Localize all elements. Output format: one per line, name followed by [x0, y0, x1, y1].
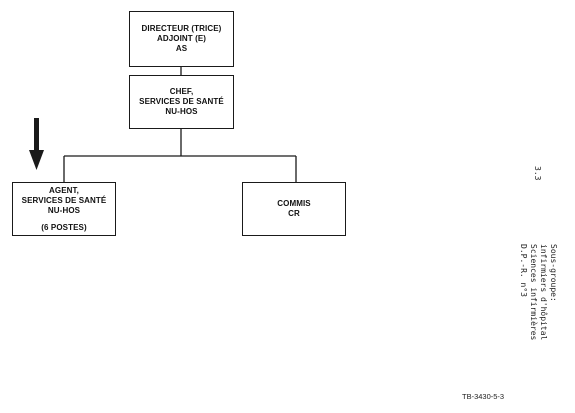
agent-title-line-1: AGENT, [49, 185, 79, 195]
commis-title: COMMIS [277, 199, 311, 208]
director-title-line-2: ADJOINT (E) [156, 34, 207, 43]
margin-text-line-4: D.P.-R. n°3 [519, 244, 528, 297]
margin-text-block: Sous-groupe: infirmiers d'hôpital Scienc… [518, 244, 558, 340]
agent-title-line-2: SERVICES DE SANTÉ [21, 195, 107, 205]
agent-positions-note: (6 POSTES) [41, 222, 87, 232]
margin-text-line-3: Sciences infirmières [529, 244, 538, 341]
chef-code: NU-HOS [165, 107, 198, 116]
chef-title-line-2: SERVICES DE SANTÉ [139, 97, 224, 106]
director-code: AS [175, 44, 188, 53]
section-number: 3.3 [533, 166, 542, 181]
commis-box: COMMIS CR [242, 182, 346, 236]
chef-box: CHEF, SERVICES DE SANTÉ NU-HOS [129, 75, 234, 129]
margin-text-line-1: Sous-groupe: [549, 244, 558, 302]
agent-box: AGENT, SERVICES DE SANTÉ NU-HOS (6 POSTE… [12, 182, 116, 236]
chef-title-line-1: CHEF, [169, 87, 194, 96]
agent-code: NU-HOS [47, 205, 81, 215]
down-arrow-icon [29, 118, 44, 170]
commis-code: CR [288, 209, 300, 218]
director-box: DIRECTEUR (TRICE) ADJOINT (E) AS [129, 11, 234, 67]
document-code: TB-3430-5-3 [462, 392, 505, 401]
margin-text-line-2: infirmiers d'hôpital [539, 244, 548, 341]
director-title-line-1: DIRECTEUR (TRICE) [141, 24, 222, 33]
